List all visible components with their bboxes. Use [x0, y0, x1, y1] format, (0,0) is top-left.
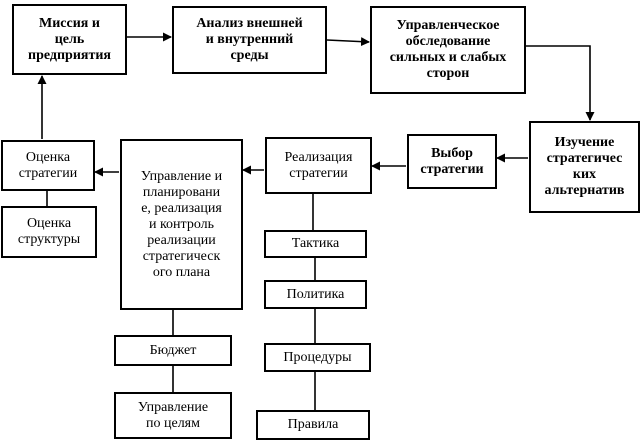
mission-box: Миссия и цель предприятия: [12, 4, 127, 75]
budget-label: Бюджет: [149, 342, 197, 358]
rules-label: Правила: [287, 417, 339, 432]
management-box: Управление и планировани е, реализация и…: [120, 139, 243, 310]
analysis-label: Анализ внешней и внутренний среды: [196, 16, 303, 63]
procedures-label: Процедуры: [283, 349, 352, 365]
mbo-box: Управление по целям: [114, 392, 232, 439]
choice-box: Выбор стратегии: [407, 134, 497, 189]
policy-label: Политика: [286, 286, 345, 302]
mission-label: Миссия и цель предприятия: [28, 15, 111, 63]
budget-box: Бюджет: [114, 335, 232, 366]
survey-box: Управленческое обследование сильных и сл…: [370, 6, 526, 94]
alternatives-box: Изучение стратегичес ких альтернатив: [529, 121, 640, 213]
implementation-label: Реализация стратегии: [284, 149, 353, 181]
rules-box: Правила: [256, 410, 370, 440]
arrow-survey-to-alternatives: [526, 45, 595, 121]
survey-label: Управленческое обследование сильных и сл…: [389, 18, 507, 81]
arrow-analysis-to-survey: [326, 37, 370, 47]
tactics-label: Тактика: [291, 236, 340, 251]
implementation-box: Реализация стратегии: [265, 137, 372, 194]
procedures-box: Процедуры: [264, 343, 371, 372]
structure-eval-box: Оценка структуры: [1, 206, 97, 258]
policy-box: Политика: [264, 280, 367, 309]
choice-label: Выбор стратегии: [420, 145, 484, 177]
strategy-eval-label: Оценка стратегии: [18, 149, 78, 181]
management-label: Управление и планировани е, реализация и…: [140, 168, 223, 280]
structure-eval-label: Оценка структуры: [17, 216, 81, 247]
alternatives-label: Изучение стратегичес ких альтернатив: [544, 135, 625, 198]
strategy-eval-box: Оценка стратегии: [1, 140, 95, 191]
analysis-box: Анализ внешней и внутренний среды: [172, 6, 327, 74]
mbo-label: Управление по целям: [137, 399, 209, 431]
tactics-box: Тактика: [264, 230, 367, 258]
